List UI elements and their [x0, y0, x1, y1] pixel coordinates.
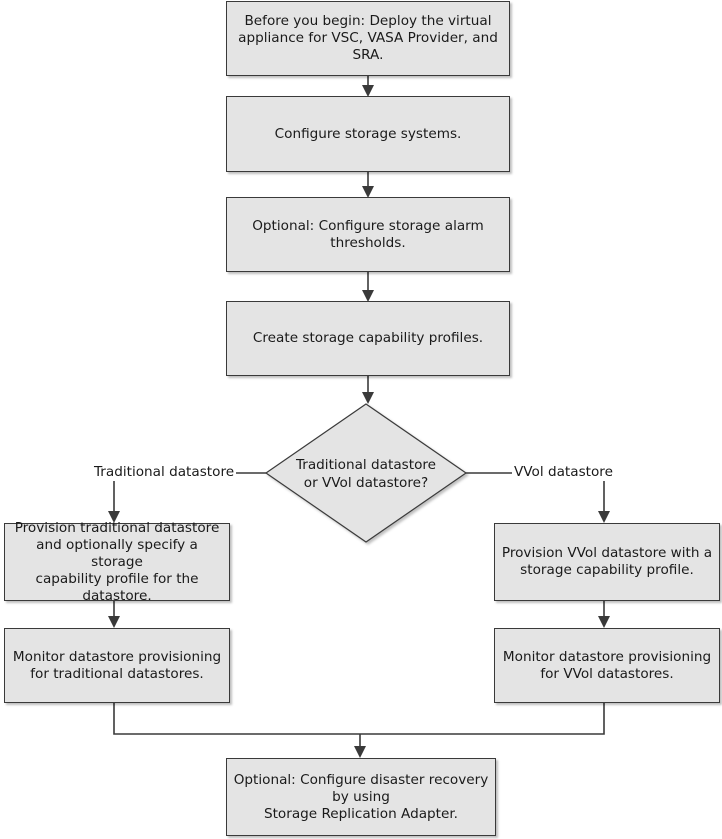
- step-configure-storage: Configure storage systems.: [226, 96, 510, 172]
- decision-diamond: [264, 403, 468, 543]
- step-monitor-traditional: Monitor datastore provisioning for tradi…: [4, 628, 230, 703]
- step-capability-profiles: Create storage capability profiles.: [226, 301, 510, 376]
- step-deploy: Before you begin: Deploy the virtual app…: [226, 1, 510, 76]
- step-disaster-recovery: Optional: Configure disaster recovery by…: [226, 758, 496, 836]
- step-alarm-thresholds: Optional: Configure storage alarm thresh…: [226, 197, 510, 272]
- branch-label-vvol: VVol datastore: [512, 464, 615, 481]
- decision-label: Traditional datastore or VVol datastore?: [295, 457, 437, 491]
- step-provision-traditional: Provision traditional datastore and opti…: [4, 520, 230, 604]
- branch-label-traditional: Traditional datastore: [92, 464, 237, 481]
- step-provision-vvol: Provision VVol datastore with a storage …: [494, 523, 720, 601]
- step-monitor-vvol: Monitor datastore provisioning for VVol …: [494, 628, 720, 703]
- merge-line: [113, 703, 605, 735]
